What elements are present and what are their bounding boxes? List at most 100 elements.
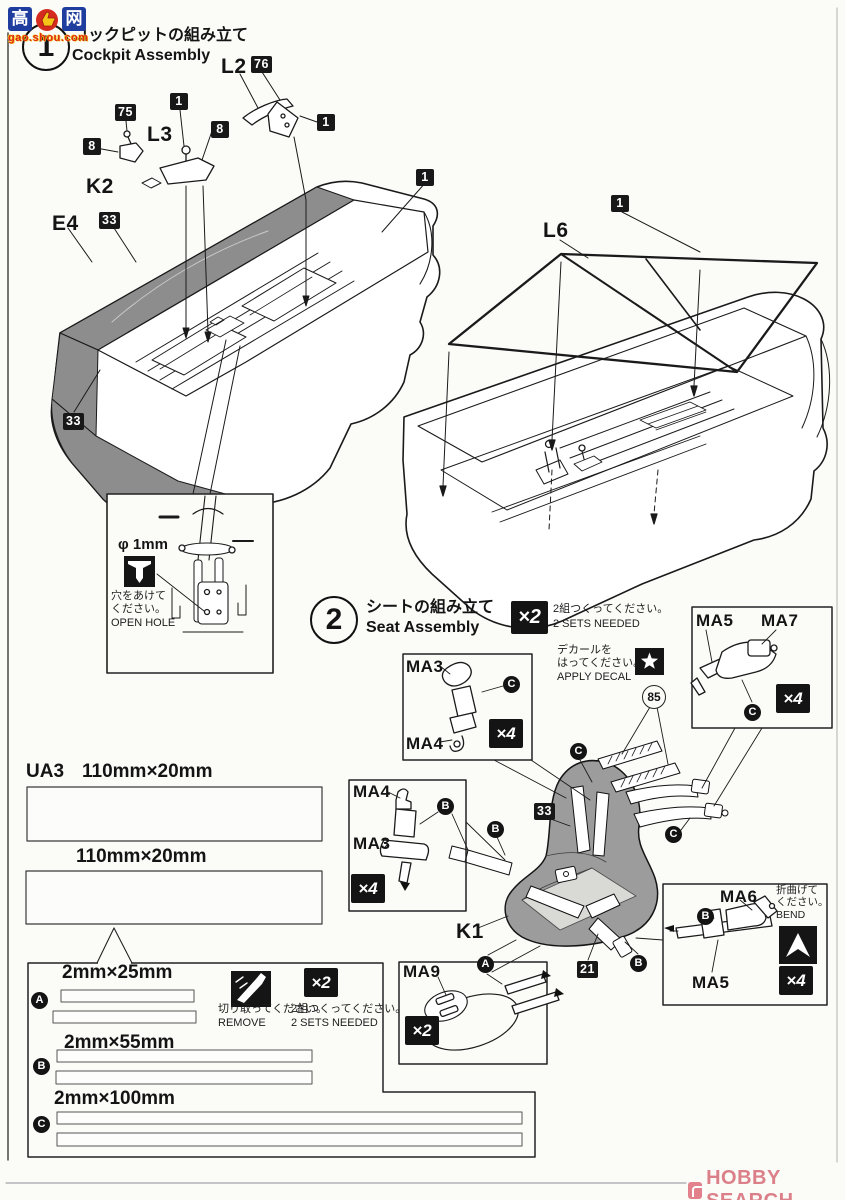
drill-size-label: φ 1mm — [118, 536, 168, 553]
open-hole-note-en: OPEN HOLE — [111, 617, 176, 629]
open-hole-note-jp2: ください。 — [111, 603, 166, 615]
apply-decal-icon — [635, 648, 664, 675]
sets-note-jp: 2組つくってください。 — [291, 1003, 407, 1015]
part-code-MA9: MA9 — [403, 962, 441, 981]
gao-site-text: gao.shou.com — [8, 32, 89, 44]
material-letter: C — [665, 826, 682, 843]
apply-decal-note-jp2: はってください。 — [557, 657, 645, 669]
part-number-badge: 76 — [251, 56, 272, 73]
part-code-K2: K2 — [86, 175, 114, 198]
thumbs-up-icon — [36, 9, 58, 31]
multiplier-badge: ×4 — [779, 966, 813, 995]
part-code-E4: E4 — [52, 212, 79, 235]
material-letter: C — [570, 743, 587, 760]
open-hole-note-jp1: 穴をあけて — [111, 590, 166, 602]
part-number-badge: 33 — [63, 413, 84, 430]
decal-number-85: 85 — [642, 685, 666, 709]
ua3-size: 110mm×20mm — [82, 761, 213, 782]
step2-sets-note-jp: 2組つくってください。 — [553, 603, 669, 615]
belt-decal-straps — [597, 740, 681, 793]
part-number-badge: 33 — [534, 803, 555, 820]
ma4-ma3-box — [348, 779, 467, 912]
ua3-strip-outlines — [25, 786, 323, 925]
step2-number: 2 — [310, 596, 358, 644]
material-letter: A — [31, 992, 48, 1009]
step2-title-en: Seat Assembly — [366, 619, 480, 636]
gaoshou-watermark: 高 网 gao.shou.com — [8, 6, 89, 44]
part-L2-handbrake — [242, 98, 299, 138]
part-code-MA4: MA4 — [353, 782, 391, 801]
part-number-badge: 8 — [211, 121, 229, 138]
material-letter: B — [33, 1058, 50, 1075]
step2-sets-note-en: 2 SETS NEEDED — [553, 618, 640, 630]
material-letter: C — [744, 704, 761, 721]
multiplier-badge: ×2 — [405, 1016, 439, 1045]
part-code-L3: L3 — [147, 123, 173, 146]
inset-steering-detail — [106, 493, 274, 674]
part-number-badge: 1 — [317, 114, 335, 131]
remove-note-jp: 切り取ってください。 — [218, 1003, 328, 1015]
multiplier-badge: ×2 — [304, 968, 338, 997]
hobby-search-watermark: HOBBY SEARCH — [688, 1167, 845, 1200]
material-letter: B — [437, 798, 454, 815]
step1-title-jp: コックピットの組み立て — [72, 27, 249, 44]
step1-title-en: Cockpit Assembly — [72, 47, 211, 64]
bend-note-en: BEND — [776, 909, 806, 921]
bend-icon — [779, 926, 817, 964]
gao-logo-left: 高 — [8, 7, 32, 31]
step1-leader-lines — [67, 71, 427, 495]
ma3-ma4-box — [402, 653, 533, 761]
part-number-badge: 1 — [611, 195, 629, 212]
strip-box — [27, 927, 536, 1158]
part-code-MA7: MA7 — [761, 611, 799, 630]
remove-icon — [231, 971, 271, 1007]
part-code-K1: K1 — [456, 920, 484, 943]
remove-note-en: REMOVE — [218, 1017, 266, 1029]
apply-decal-note-en: APPLY DECAL — [557, 671, 632, 683]
material-letter: B — [697, 908, 714, 925]
cockpit-tub-rollcage — [402, 291, 831, 629]
part-number-badge: 33 — [99, 212, 120, 229]
apply-decal-note-jp1: デカールを — [557, 644, 612, 656]
bend-note-jp1: 折曲げて — [776, 884, 818, 896]
part-code-MA5: MA5 — [692, 973, 730, 992]
part-number-badge: 1 — [170, 93, 188, 110]
material-letter: C — [33, 1116, 50, 1133]
part-L3-shifter — [141, 145, 215, 189]
part-code-MA3: MA3 — [406, 657, 444, 676]
part-code-L2: L2 — [221, 55, 247, 78]
multiplier-badge: ×4 — [776, 684, 810, 713]
part-number-badge: 1 — [416, 169, 434, 186]
sets-note-en: 2 SETS NEEDED — [291, 1017, 378, 1029]
roll-cage — [439, 211, 819, 531]
part-K2-lever — [119, 130, 144, 163]
hobby-search-text: HOBBY SEARCH — [706, 1167, 793, 1200]
ma5-ma7-box — [690, 606, 833, 729]
ua3-code: UA3 — [26, 761, 65, 782]
material-letter: C — [503, 676, 520, 693]
part-number-badge: 8 — [83, 138, 101, 155]
multiplier-badge: ×4 — [351, 874, 385, 903]
strip-b-size: 2mm×55mm — [64, 1032, 175, 1053]
cockpit-tub-step1 — [50, 180, 441, 530]
hobby-search-icon — [688, 1181, 706, 1199]
part-number-badge: 21 — [577, 961, 598, 978]
part-code-MA5: MA5 — [696, 611, 734, 630]
material-letter: B — [630, 955, 647, 972]
bend-note-jp2: ください。 — [776, 896, 829, 908]
multiplier-badge: ×4 — [489, 719, 523, 748]
part-number-badge: 75 — [115, 104, 136, 121]
part-code-L6: L6 — [543, 219, 569, 242]
part-code-MA4: MA4 — [406, 734, 444, 753]
step2-title-jp: シートの組み立て — [366, 599, 495, 616]
strip-a-size: 2mm×25mm — [62, 962, 173, 983]
material-letter: A — [477, 956, 494, 973]
material-letter: B — [487, 821, 504, 838]
strip-c-size: 2mm×100mm — [54, 1088, 175, 1109]
bucket-seat — [448, 740, 729, 958]
step2-multiplier: ×2 — [511, 601, 548, 634]
part-code-MA6: MA6 — [720, 887, 758, 906]
gao-logo-right: 网 — [62, 7, 86, 31]
ua3-size-b: 110mm×20mm — [76, 846, 207, 867]
